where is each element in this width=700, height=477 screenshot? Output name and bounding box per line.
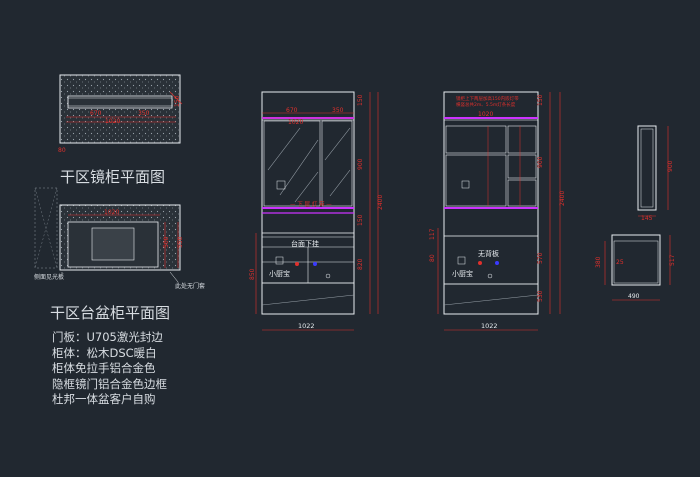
side-light-panel-label: 侧面见光板 <box>34 273 64 281</box>
cold-water-marker-2 <box>495 261 499 265</box>
dim-e1-top: 1020 <box>288 119 303 126</box>
dim-plan-bot-side: 550 <box>177 236 184 248</box>
dim-e2-h4: 530 <box>537 290 544 302</box>
dim-e1-h3: 150 <box>357 214 364 226</box>
dim-side-bot-left: 380 <box>595 256 602 268</box>
side-section-bottom: 517 380 25 490 <box>595 234 676 301</box>
dim-e1-h2: 900 <box>357 158 364 170</box>
dim-e2-h1: 150 <box>537 94 544 106</box>
note-basin: 杜邦一体盆客户自购 <box>52 392 156 406</box>
no-door-label: 此处无门套 <box>175 282 205 290</box>
dim-e2-h3: 570 <box>537 252 544 264</box>
dim-e2-top: 1020 <box>478 111 493 118</box>
dim-side-bot-w: 490 <box>628 293 640 300</box>
material-notes: 门板：U705激光封边 柜体：松木DSC暖白 柜体免拉手铝合金色 隐框镜门铝合金… <box>52 330 167 408</box>
hot-water-marker <box>295 262 299 266</box>
basin-post-label: 台面下挂 <box>291 239 319 248</box>
dim-e2-total: 2400 <box>559 191 566 206</box>
basin-post-label-red: — 下 层 灯 带 — <box>290 200 332 208</box>
dim-e1-w2: 350 <box>332 107 344 114</box>
dim-e1-w1: 670 <box>286 107 298 114</box>
basin-cabinet-plan: 1020 500 550 侧面见光板 此处无门套 干区台盆柜平面图 <box>34 187 205 322</box>
dim-e1-lower: 850 <box>249 268 256 280</box>
dim-e1-total: 2400 <box>377 195 384 210</box>
dim-e1-h4: 820 <box>357 258 364 270</box>
dim-e2-left1: 117 <box>429 228 436 240</box>
mirror-cabinet-plan-title: 干区镜柜平面图 <box>60 168 165 186</box>
elevation-note-line1: 镜柜上下两层加高150内嵌灯带 <box>456 95 519 102</box>
elevation-front-left: 670 350 1020 — 下 层 灯 带 — 台面下挂 小厨宝 150 90… <box>249 91 384 331</box>
dim-side-bot-small: 25 <box>616 259 624 266</box>
note-mirror-frame: 隐框镜门铝合金色边框 <box>52 376 167 391</box>
mirror-cabinet-plan: 670 350 1020 150 80 干区镜柜平面图 <box>58 74 183 186</box>
dim-side-bot-h: 517 <box>669 254 676 266</box>
dim-e1-bottom: 1022 <box>298 322 315 330</box>
note-cabinet-body: 柜体：松木DSC暖白 <box>52 345 157 360</box>
side-section-top: 900 145 <box>637 125 674 222</box>
note-door-panel: 门板：U705激光封边 <box>52 330 163 344</box>
dim-plan-top-w1: 670 <box>90 110 102 117</box>
no-backboard-label: 无背板 <box>478 249 499 258</box>
elevation-note-line2: 横竖总共2m、5.5m灯条长度 <box>456 101 516 108</box>
note-handle-free: 柜体免拉手铝合金色 <box>52 361 156 375</box>
dim-side-top-h: 900 <box>667 160 674 172</box>
elevation-front-right: 镜柜上下两层加高150内嵌灯带 横竖总共2m、5.5m灯条长度 1020 无背板… <box>429 91 566 331</box>
dim-e2-bottom: 1022 <box>481 322 498 330</box>
dim-plan-top-left: 80 <box>58 147 66 154</box>
dim-e2-h2: 900 <box>537 156 544 168</box>
hot-water-marker-2 <box>478 261 482 265</box>
cold-water-marker <box>313 262 317 266</box>
kitchen-treasure-label-1: 小厨宝 <box>269 269 290 278</box>
kitchen-treasure-label-2: 小厨宝 <box>452 269 473 278</box>
dim-plan-bot-width: 1020 <box>104 209 119 216</box>
dim-side-top-w: 145 <box>641 215 653 222</box>
dim-plan-bot-depth: 500 <box>163 236 170 248</box>
basin-cabinet-plan-title: 干区台盆柜平面图 <box>50 304 170 322</box>
dim-plan-top-total: 1020 <box>105 118 120 125</box>
dim-plan-top-side: 150 <box>174 95 181 107</box>
dim-e1-h1: 150 <box>357 94 364 106</box>
dim-plan-top-w2: 350 <box>138 110 150 117</box>
dim-e2-left2: 80 <box>429 254 436 262</box>
